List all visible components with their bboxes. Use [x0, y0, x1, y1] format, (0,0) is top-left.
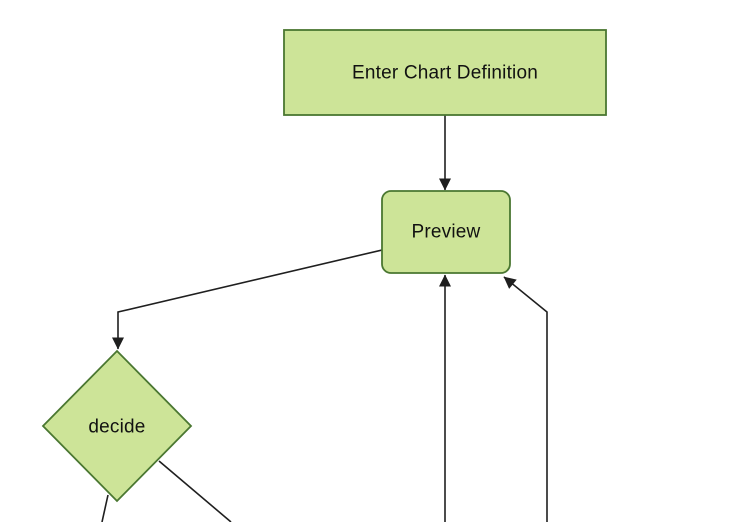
enter-chart-definition-shape: [283, 29, 607, 116]
enter-chart-definition-label: Enter Chart Definition: [352, 63, 538, 84]
edge-layer: [101, 115, 548, 522]
node-preview: Preview: [381, 190, 511, 274]
decide-shape: [41, 349, 193, 503]
edge-preview-to-decide: [112, 249, 383, 350]
edge-decide-branch-left: [101, 494, 109, 522]
node-decide: decide: [41, 349, 193, 503]
edge-return-to-preview-corner: [503, 276, 548, 522]
preview-label: Preview: [412, 222, 481, 243]
node-enter-chart-definition: Enter Chart Definition: [283, 29, 607, 116]
preview-shape: [381, 190, 511, 274]
decide-label: decide: [88, 417, 145, 438]
edge-decide-branch-right: [158, 460, 232, 522]
